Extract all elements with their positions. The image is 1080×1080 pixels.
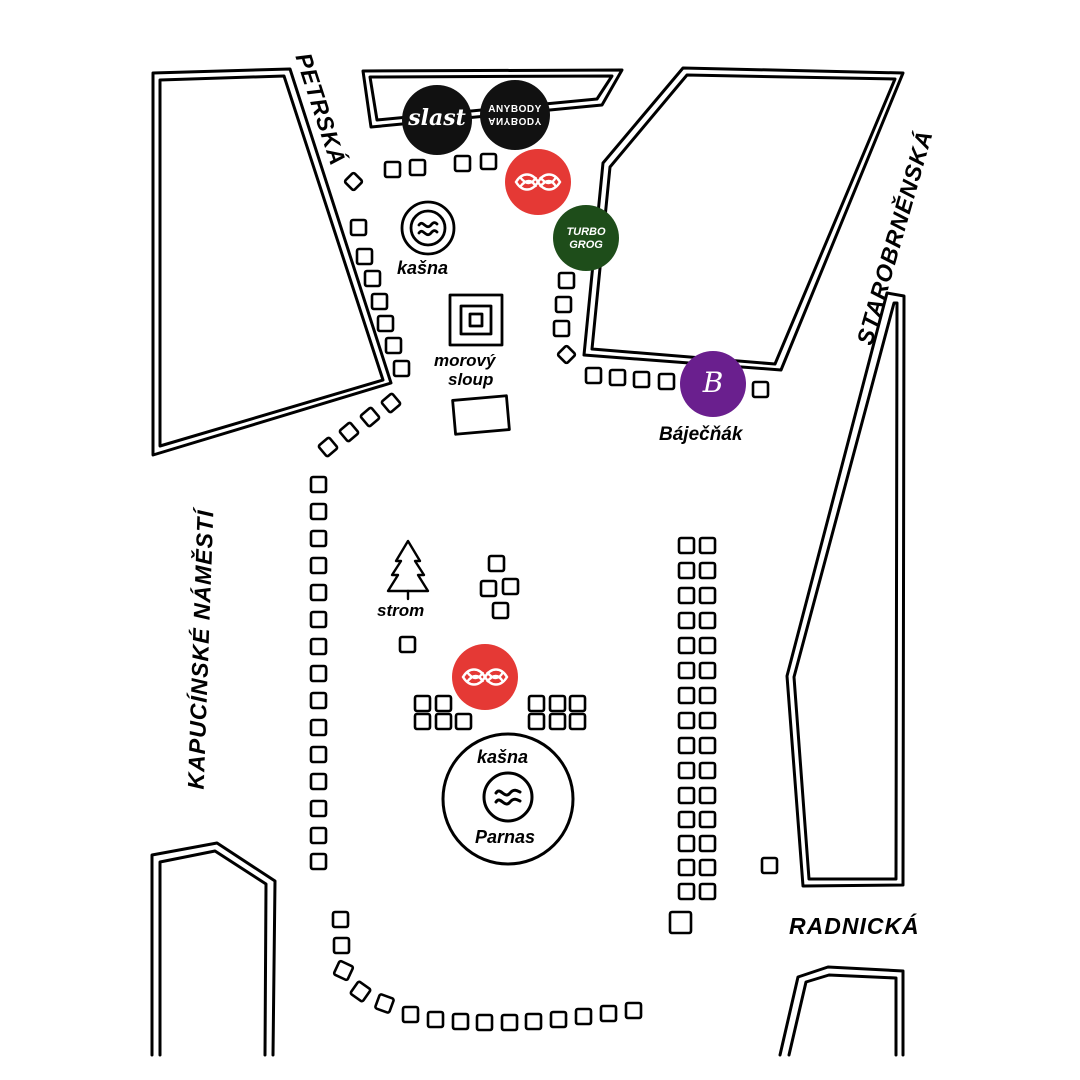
market-stalls [309, 152, 779, 1032]
building-block-northeast [582, 66, 905, 372]
bajecnak-badge[interactable] [680, 351, 746, 417]
anybody-logo-line-1: ANYBODY [488, 104, 542, 115]
street-label-radnicka: RADNICKÁ [789, 913, 920, 939]
label-bajecnak: Báječňák [659, 424, 743, 445]
label-kasna-bottom: kašna [477, 747, 529, 767]
red-vendor-badge-top[interactable] [505, 149, 571, 215]
tree-icon [386, 539, 430, 601]
label-morovy: morový [434, 351, 496, 370]
fountain-icon-top [400, 200, 456, 256]
slast-badge[interactable] [402, 85, 472, 155]
slast-logo-text: slast [408, 105, 466, 131]
building-block-north [361, 68, 624, 129]
anybody-logo-text: ANYBODY ANYBODY [480, 104, 550, 127]
red-vendor-badge-bottom[interactable] [452, 644, 518, 710]
fountain-parnas [441, 732, 575, 866]
building-block-southwest [150, 841, 277, 1057]
plague-column-base [451, 394, 511, 436]
building-block-east [785, 291, 906, 888]
anybody-badge[interactable] [480, 80, 550, 150]
bajecnak-logo-letter: B [702, 366, 724, 399]
building-block-northwest [151, 67, 393, 457]
label-kasna-top: kašna [397, 258, 449, 278]
turbo-grog-text: TURBO GROG [553, 227, 619, 251]
building-block-southeast [778, 965, 905, 1057]
label-parnas: Parnas [475, 827, 536, 847]
label-sloup: sloup [448, 370, 494, 389]
plague-column-icon [448, 293, 504, 347]
vendor-badges [402, 80, 746, 710]
turbo-grog-badge[interactable] [553, 205, 619, 271]
grog-line: GROG [569, 239, 603, 251]
label-strom: strom [377, 601, 425, 620]
anybody-logo-line-2: ANYBODY [488, 115, 542, 126]
turbo-line: TURBO [566, 226, 606, 238]
